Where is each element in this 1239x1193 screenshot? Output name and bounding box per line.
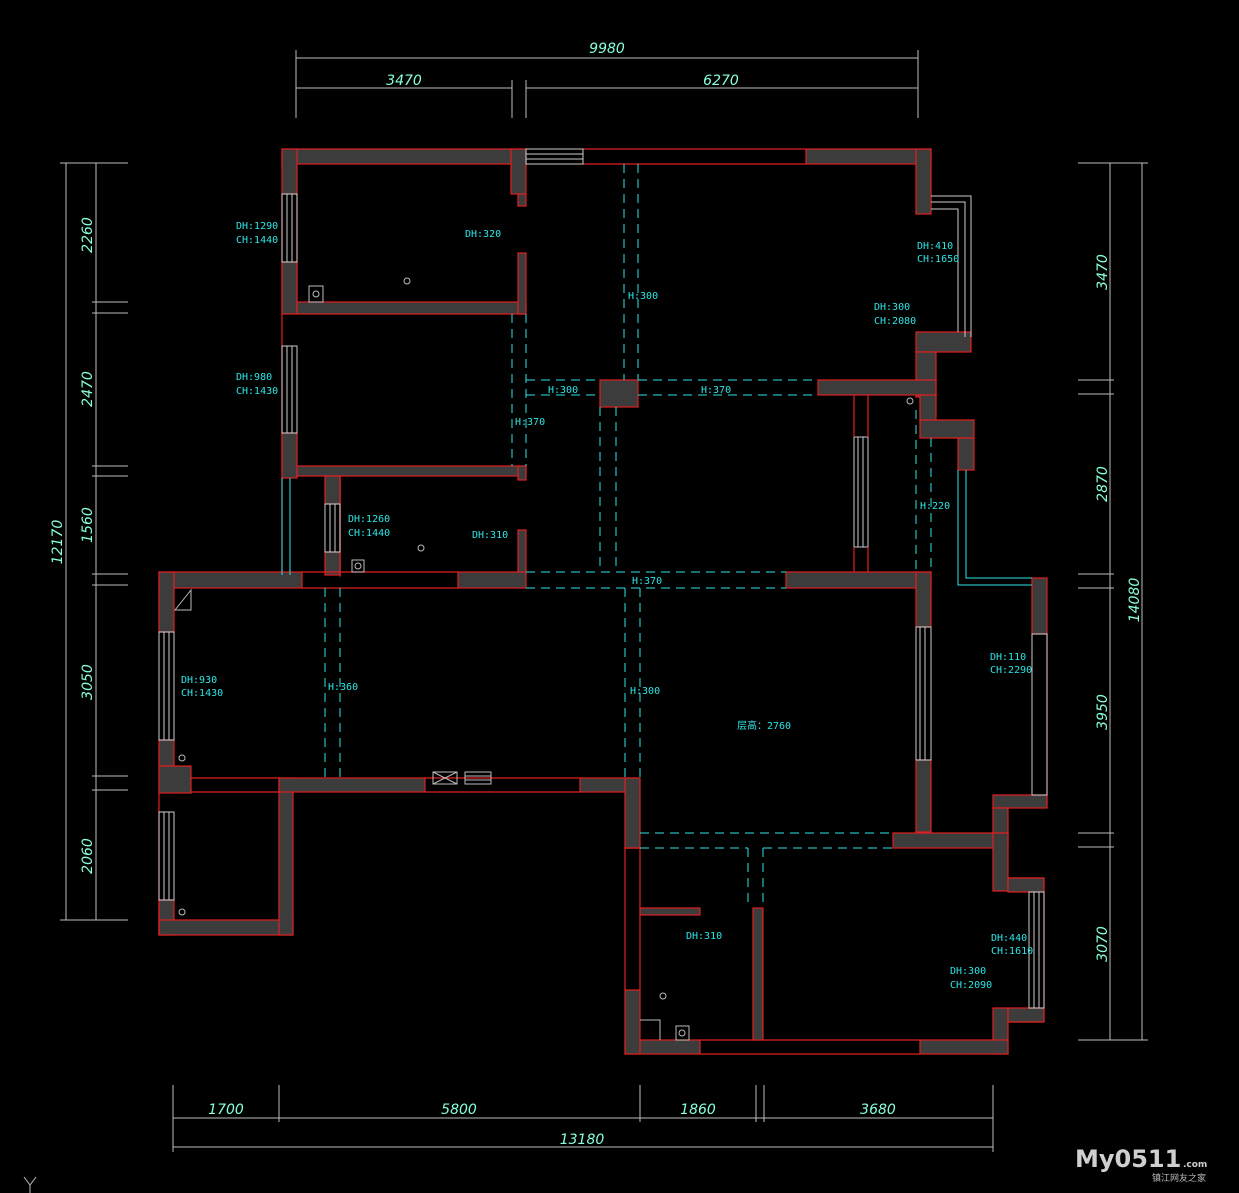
label-window-bottom-right-ch: CH:1610 [991,946,1033,957]
ucs-axis-icon [23,1176,37,1193]
dim-top-right: 6270 [703,73,739,89]
dim-left-3: 1560 [80,507,96,543]
watermark-logo: My0511 .com 镇江网友之家 [1075,1145,1207,1184]
label-beam-h220: H:220 [920,501,950,512]
label-floor-height: 层高：2760 [737,719,791,732]
dim-bottom-2: 5800 [441,1102,477,1118]
meter-box-icon [464,771,492,785]
dim-right-3: 3950 [1095,694,1111,730]
label-window-living-ch: CH:1430 [181,688,223,699]
watermark-suffix: .com [1183,1160,1207,1170]
label-door-top-right-ch: CH:2080 [874,316,916,327]
windows [158,148,1048,1009]
fixtures [173,277,914,1041]
watermark-subtitle: 镇江网友之家 [1152,1172,1206,1184]
dim-left-4: 3050 [80,664,96,700]
dim-right-2: 2870 [1095,466,1111,502]
dim-bottom-4: 3680 [860,1102,896,1118]
floor-drain-icon [308,285,324,303]
label-window-top-left-dh: DH:1290 [236,221,278,232]
label-window-living-dh: DH:930 [181,675,217,686]
dim-right-total: 14080 [1127,578,1143,623]
ventilation-icon [432,771,458,785]
label-dh-small: DH:310 [472,530,508,541]
dim-right-4: 3070 [1095,926,1111,962]
dim-bottom-1: 1700 [208,1102,244,1118]
left-dimension-chain: 2260 2470 1560 3050 2060 12170 [50,162,128,921]
label-beam-h300-a: H:300 [628,291,658,302]
label-window-mid-left-dh: DH:980 [236,372,272,383]
top-dimension-chain: 9980 3470 6270 [295,41,919,118]
label-window-top-right-ch: CH:1650 [917,254,959,265]
dim-left-total: 12170 [50,520,66,565]
dim-top-total: 9980 [589,41,625,57]
label-door-top-right-dh: DH:300 [874,302,910,313]
label-door-bottom-right-ch: CH:2090 [950,980,992,991]
dim-left-2: 2470 [80,371,96,407]
label-beam-h300-b: H:300 [548,385,578,396]
label-beam-h370-a: H:370 [701,385,731,396]
dim-right-1: 3470 [1095,254,1111,290]
dim-left-1: 2260 [80,217,96,253]
label-beam-h360: H:360 [328,682,358,693]
label-window-balcony-ch: CH:2290 [990,665,1032,676]
label-beam-h370-c: H:370 [632,576,662,587]
beams [324,164,932,908]
label-beam-h370-b: H:370 [515,417,545,428]
label-door-bottom-right-dh: DH:300 [950,966,986,977]
label-window-small-ch: CH:1440 [348,528,390,539]
right-dimension-chain: 3470 2870 3950 3070 14080 [1078,162,1148,1041]
bottom-dimension-chain: 1700 5800 1860 3680 13180 [172,1085,994,1152]
label-window-top-left-ch: CH:1440 [236,235,278,246]
label-window-balcony-dh: DH:110 [990,652,1026,663]
dim-left-5: 2060 [80,838,96,874]
label-dh-top: DH:320 [465,229,501,240]
walls [158,148,1048,1055]
label-window-small-dh: DH:1260 [348,514,390,525]
label-window-mid-left-ch: CH:1430 [236,386,278,397]
label-window-top-right-dh: DH:410 [917,241,953,252]
label-window-bottom-right-dh: DH:440 [991,933,1027,944]
watermark-brand: My0511 [1075,1145,1181,1173]
dim-bottom-total: 13180 [560,1132,605,1148]
dim-top-left: 3470 [386,73,422,89]
dim-bottom-3: 1860 [680,1102,716,1118]
annotations: DH:1290 CH:1440 DH:980 CH:1430 DH:1260 C… [181,221,1033,991]
label-dh-bath: DH:310 [686,931,722,942]
label-beam-h300-c: H:300 [630,686,660,697]
